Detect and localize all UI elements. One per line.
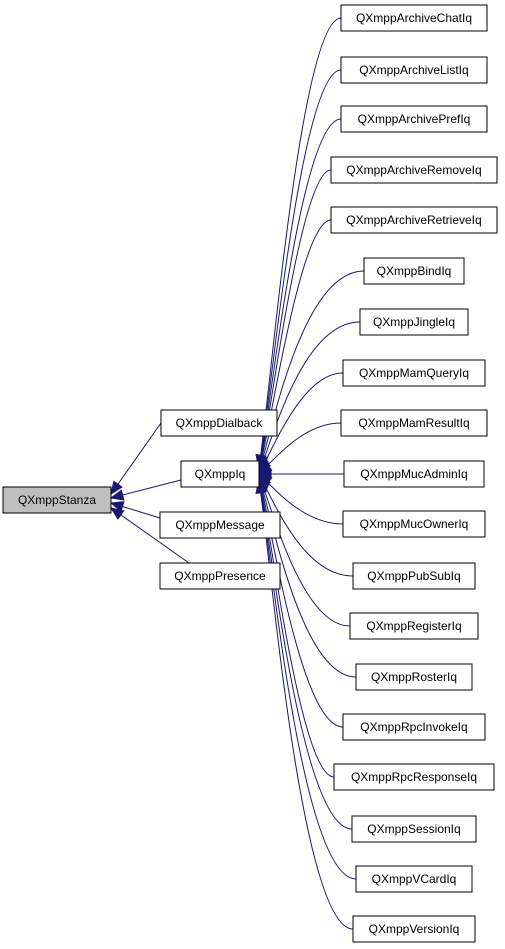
edge-qxmpppresence-to-stanza-arrow [109, 507, 125, 520]
node-label-qxmppregisteriq: QXmppRegisterIq [366, 619, 461, 633]
node-qxmppmucadminiq[interactable]: QXmppMucAdminIq [343, 460, 485, 488]
edge-qxmpprpcresponseiq-to-iq [258, 478, 335, 778]
node-label-qxmppmamresultiq: QXmppMamResultIq [358, 416, 469, 430]
edge-qxmpparchivelistiq-to-iq [258, 69, 342, 469]
node-label-qxmpparchiveremoveiq: QXmppArchiveRemoveIq [346, 163, 481, 177]
edge-qxmppiq-to-stanza-arrow [109, 489, 125, 501]
node-qxmppstanza[interactable]: QXmppStanza [2, 486, 112, 514]
edge-qxmppdialback-to-stanza [110, 422, 162, 495]
node-label-qxmppsessioniq: QXmppSessionIq [367, 822, 460, 836]
edge-qxmppregisteriq-to-iq [258, 476, 351, 627]
edge-qxmppmessage-to-stanza-arrow [109, 501, 125, 513]
node-label-qxmpprosteriq: QXmppRosterIq [371, 670, 457, 684]
node-label-qxmpprpcinvokeiq: QXmppRpcInvokeIq [360, 720, 467, 734]
node-label-qxmppmucadminiq: QXmppMucAdminIq [360, 467, 467, 481]
node-qxmppjingleiq[interactable]: QXmppJingleIq [359, 308, 469, 336]
edge-qxmppdialback-to-stanza-arrow [110, 480, 123, 496]
node-label-qxmppstanza: QXmppStanza [18, 493, 96, 507]
node-qxmpparchiveretrieveiq[interactable]: QXmppArchiveRetrieveIq [330, 206, 498, 234]
node-label-qxmppjingleiq: QXmppJingleIq [373, 315, 455, 329]
node-label-qxmppvcardiq: QXmppVCardIq [372, 872, 457, 886]
node-qxmpparchivelistiq[interactable]: QXmppArchiveListIq [340, 56, 488, 84]
edge-qxmppjingleiq-to-iq [258, 321, 361, 472]
edge-qxmpppresence-to-stanza [110, 507, 190, 564]
node-qxmppversioniq[interactable]: QXmppVersionIq [352, 915, 476, 943]
node-qxmppregisteriq[interactable]: QXmppRegisterIq [349, 612, 479, 640]
node-label-qxmppdialback: QXmppDialback [176, 416, 264, 430]
node-qxmppsessioniq[interactable]: QXmppSessionIq [351, 815, 477, 843]
node-qxmppiq[interactable]: QXmppIq [180, 460, 260, 488]
node-qxmpprpcinvokeiq[interactable]: QXmppRpcInvokeIq [342, 713, 486, 741]
node-qxmppmucowneriq[interactable]: QXmppMucOwnerIq [342, 510, 486, 538]
node-label-qxmppbindiq: QXmppBindIq [377, 264, 452, 278]
node-qxmpparchivechatiq[interactable]: QXmppArchiveChatIq [340, 4, 488, 32]
node-label-qxmpparchivelistiq: QXmppArchiveListIq [359, 63, 468, 77]
edge-qxmppversioniq-to-iq [258, 480, 354, 930]
node-label-qxmpppresence: QXmppPresence [174, 569, 266, 583]
edge-qxmpparchiveretrieveiq-to-iq [258, 219, 332, 471]
node-label-qxmpparchiveretrieveiq: QXmppArchiveRetrieveIq [346, 213, 481, 227]
node-qxmpppresence[interactable]: QXmppPresence [159, 562, 281, 590]
node-qxmpparchiveremoveiq[interactable]: QXmppArchiveRemoveIq [330, 156, 498, 184]
node-label-qxmppiq: QXmppIq [195, 467, 246, 481]
edge-qxmppbindiq-to-iq [258, 270, 365, 472]
node-qxmpprosteriq[interactable]: QXmppRosterIq [355, 663, 473, 691]
edge-qxmpprosteriq-to-iq [258, 476, 357, 678]
node-qxmppmessage[interactable]: QXmppMessage [159, 511, 281, 539]
node-label-qxmpparchiveprefiq: QXmppArchivePrefIq [358, 112, 471, 126]
node-label-qxmppmamqueryiq: QXmppMamQueryIq [359, 366, 469, 380]
node-qxmpppubsubiq[interactable]: QXmppPubSubIq [352, 562, 476, 590]
node-qxmppmamqueryiq[interactable]: QXmppMamQueryIq [342, 359, 486, 387]
node-qxmppmamresultiq[interactable]: QXmppMamResultIq [340, 409, 488, 437]
node-qxmpprpcresponseiq[interactable]: QXmppRpcResponseIq [333, 763, 495, 791]
node-label-qxmppmucowneriq: QXmppMucOwnerIq [360, 517, 469, 531]
node-label-qxmpppubsubiq: QXmppPubSubIq [367, 569, 460, 583]
node-label-qxmppversioniq: QXmppVersionIq [369, 922, 460, 936]
edge-qxmpparchiveremoveiq-to-iq [258, 169, 332, 470]
edge-qxmpprpcinvokeiq-to-iq [258, 477, 344, 728]
node-qxmpparchiveprefiq[interactable]: QXmppArchivePrefIq [340, 105, 488, 133]
node-label-qxmppmessage: QXmppMessage [175, 518, 265, 532]
node-qxmppvcardiq[interactable]: QXmppVCardIq [355, 865, 473, 893]
node-label-qxmpprpcresponseiq: QXmppRpcResponseIq [351, 770, 477, 784]
node-label-qxmpparchivechatiq: QXmppArchiveChatIq [356, 11, 472, 25]
node-qxmppbindiq[interactable]: QXmppBindIq [363, 257, 465, 285]
node-qxmppdialback[interactable]: QXmppDialback [160, 409, 278, 437]
